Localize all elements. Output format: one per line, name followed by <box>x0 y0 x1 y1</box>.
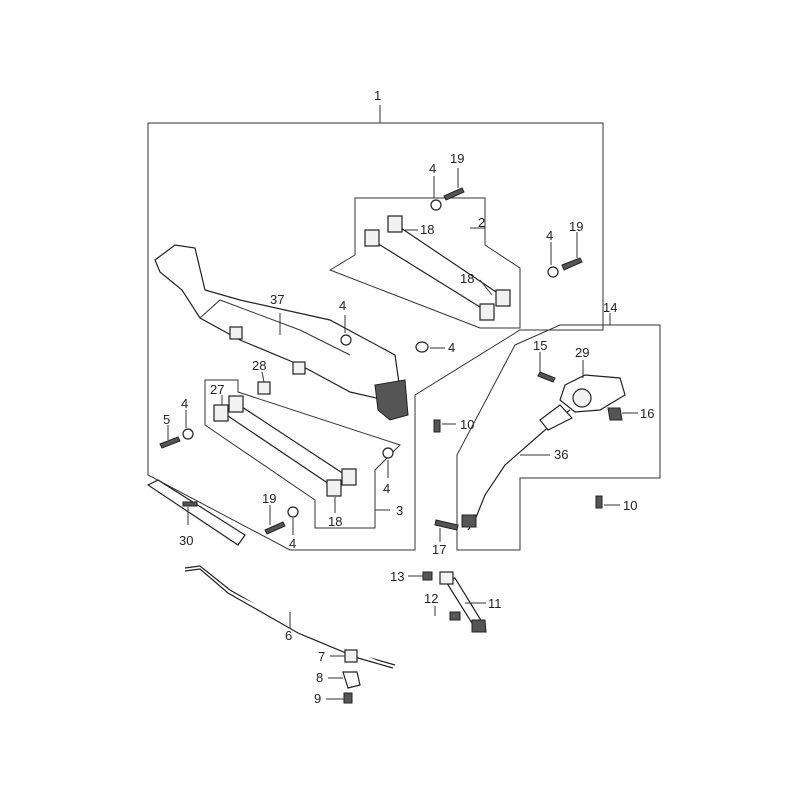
callout-14: 14 <box>603 300 617 315</box>
crossmember-bracket <box>374 379 409 421</box>
link-11-bushing <box>439 571 454 585</box>
knuckle-29-bushing <box>572 388 592 408</box>
callout-19c: 19 <box>262 491 276 506</box>
callout-5: 5 <box>163 412 170 427</box>
bushing-7 <box>344 649 358 663</box>
shield-30-slot <box>182 501 198 507</box>
callout-18b: 18 <box>460 271 474 286</box>
callout-4g: 4 <box>289 536 296 551</box>
nut-16 <box>607 407 623 421</box>
callout-4d: 4 <box>448 340 455 355</box>
washer-4-f <box>382 447 394 459</box>
assembly-1-outline <box>147 122 604 551</box>
clamp-8 <box>342 671 361 689</box>
callout-10b: 10 <box>623 498 637 513</box>
callout-7: 7 <box>318 649 325 664</box>
callout-4e: 4 <box>181 396 188 411</box>
trailing-arm-36 <box>467 409 571 531</box>
bolt-19-a <box>443 187 465 201</box>
callout-19b: 19 <box>569 219 583 234</box>
callout-9: 9 <box>314 691 321 706</box>
crossmember-mount-left <box>229 326 243 340</box>
callout-30: 30 <box>179 533 193 548</box>
callout-12: 12 <box>424 591 438 606</box>
trailing-arm-36-end <box>461 514 477 528</box>
callout-4a: 4 <box>429 161 436 176</box>
knuckle-29 <box>559 374 626 413</box>
shield-30 <box>146 479 246 546</box>
bolt-17 <box>434 519 459 531</box>
callout-18a: 18 <box>420 222 434 237</box>
lower-arm-rod-a <box>221 411 336 489</box>
callout-29: 29 <box>575 345 589 360</box>
nut-12 <box>449 611 461 621</box>
callout-18c: 18 <box>328 514 342 529</box>
bushing-27-a <box>213 404 229 422</box>
leader-18b <box>479 279 493 296</box>
callout-6: 6 <box>285 628 292 643</box>
bolt-5 <box>159 436 181 449</box>
bolt-19-c <box>264 521 286 535</box>
crossmember-mount-mid <box>292 361 306 375</box>
callout-13: 13 <box>390 569 404 584</box>
callout-28: 28 <box>252 358 266 373</box>
group-2-outline <box>328 197 521 329</box>
bushing-18-a <box>364 229 380 247</box>
callout-4f: 4 <box>383 481 390 496</box>
bushing-18-e <box>326 479 342 497</box>
callout-27: 27 <box>210 382 224 397</box>
bolt-10-a <box>433 419 441 433</box>
trailing-arm-36-head <box>539 404 573 431</box>
nut-13 <box>422 571 433 581</box>
callout-36: 36 <box>554 447 568 462</box>
group-14-outline <box>456 324 661 551</box>
washer-4-b <box>547 266 559 278</box>
washer-4-c <box>340 334 352 346</box>
bushing-28 <box>257 381 271 395</box>
bolt-9 <box>343 692 353 704</box>
bushing-18-d <box>495 289 511 307</box>
bushing-18-f <box>341 468 357 486</box>
upper-arm-rod-a <box>371 239 489 313</box>
bushing-18-b <box>387 215 403 233</box>
washer-4-e <box>182 428 194 440</box>
callout-19a: 19 <box>450 151 464 166</box>
washer-4-g <box>287 506 299 518</box>
callout-10a: 10 <box>460 417 474 432</box>
callout-4b: 4 <box>546 228 553 243</box>
callout-17: 17 <box>432 542 446 557</box>
stabilizer-bar-6-edge <box>184 568 394 669</box>
lower-arm-rod-b <box>235 402 351 479</box>
callout-11: 11 <box>488 596 502 611</box>
callout-8: 8 <box>316 670 323 685</box>
callout-3: 3 <box>396 503 403 518</box>
bushing-18-c <box>479 303 495 321</box>
bolt-10-b <box>595 495 603 509</box>
washer-4-a <box>430 199 442 211</box>
callout-2: 2 <box>478 215 485 230</box>
bolt-15 <box>537 371 556 383</box>
callout-1: 1 <box>374 88 381 103</box>
callout-16: 16 <box>640 406 654 421</box>
group-3-outline <box>204 379 401 529</box>
link-11-end <box>471 619 487 633</box>
crossmember-edge <box>199 299 351 356</box>
leader-28 <box>261 371 265 383</box>
callout-37: 37 <box>270 292 284 307</box>
upper-arm-rod-b <box>394 223 506 299</box>
callout-15: 15 <box>533 338 547 353</box>
bushing-27-b <box>228 395 244 413</box>
crossmember-37 <box>154 244 401 401</box>
washer-4-d <box>415 341 429 353</box>
callout-4c: 4 <box>339 298 346 313</box>
bolt-19-b <box>561 257 583 271</box>
